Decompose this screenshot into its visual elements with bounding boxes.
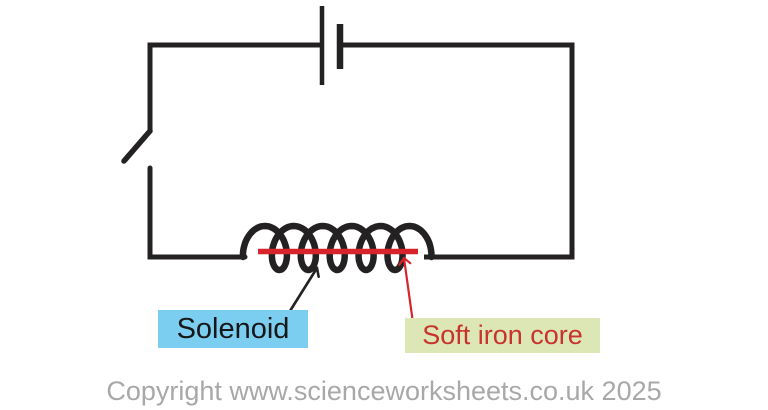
circuit-wire-bottom-left: [147, 165, 248, 260]
copyright-text: Copyright www.scienceworksheets.co.uk 20…: [106, 376, 662, 406]
core-pointer-arrow: [398, 256, 415, 324]
circuit-wire-right: [343, 42, 575, 260]
circuit-wire-top-left: [147, 42, 320, 131]
solenoid-coil: [239, 222, 435, 274]
soft-iron-core-label: Soft iron core: [405, 318, 600, 353]
battery-cell-symbol: [319, 6, 344, 85]
solenoid-pointer-arrow: [288, 266, 320, 312]
solenoid-label: Solenoid: [158, 310, 308, 348]
switch-blade: [121, 128, 153, 164]
